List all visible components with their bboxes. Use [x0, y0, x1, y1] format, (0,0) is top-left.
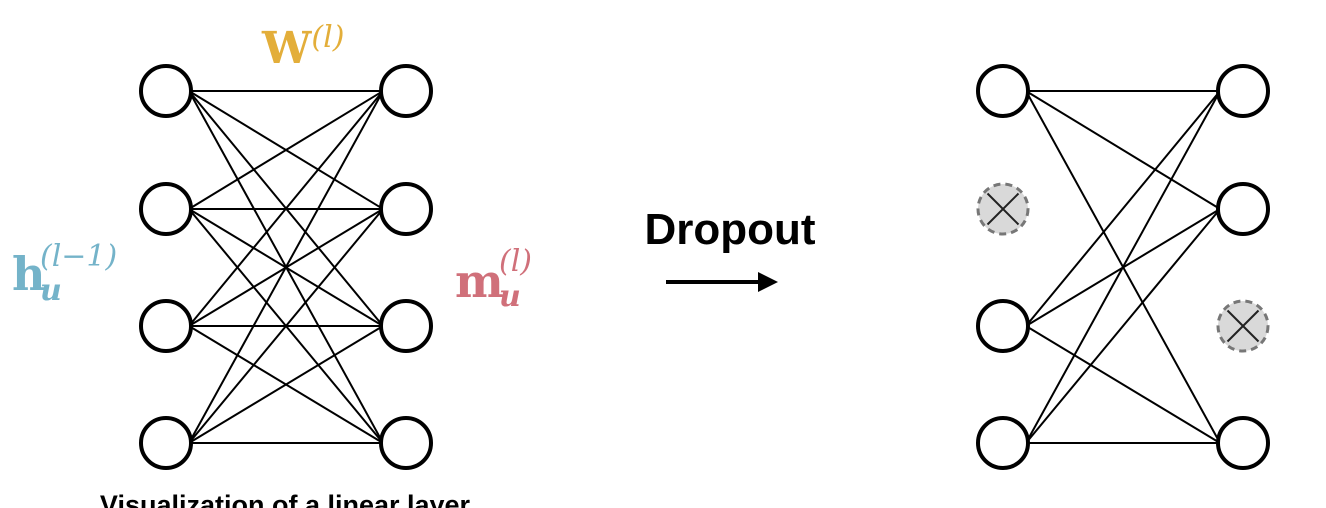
dropout-layer-right-node	[1216, 416, 1270, 470]
cross-stroke	[986, 192, 1020, 226]
input-superscript: (l−1)	[40, 239, 117, 274]
dropout-layer-edges	[1025, 90, 1221, 444]
dropout-layer-edge	[1025, 208, 1221, 444]
weight-label: W(l)	[261, 20, 344, 74]
full-layer-right-node	[379, 299, 433, 353]
output-symbol: m	[455, 254, 504, 308]
input-label: h	[12, 247, 45, 301]
input-subscript: u	[40, 273, 62, 308]
weight-symbol: W	[261, 23, 312, 74]
weight-superscript: (l)	[311, 20, 344, 55]
full-layer-right-node	[379, 64, 433, 118]
dropout-title: Dropout	[644, 205, 815, 254]
right-arrow-icon	[666, 272, 778, 292]
dropout-layer-edge	[1025, 90, 1221, 444]
full-layer-left-node	[139, 299, 193, 353]
output-superscript: (l)	[499, 244, 532, 279]
cross-circle-icon	[1216, 299, 1270, 353]
caption: Visualization of a linear layer	[100, 490, 471, 508]
output-label: m	[455, 254, 504, 308]
dropout-layer-right-node	[1216, 64, 1270, 118]
output-subscript: u	[499, 279, 521, 314]
full-layer-right-node	[379, 182, 433, 236]
full-layer-edge	[188, 90, 384, 444]
dropout-layer-edge	[1025, 90, 1221, 210]
full-layer-left-node	[139, 64, 193, 118]
full-layer-nodes	[139, 64, 433, 470]
full-layer-left-node	[139, 182, 193, 236]
cross-circle-icon	[976, 182, 1030, 236]
full-layer-right-node	[379, 416, 433, 470]
cross-stroke	[1226, 309, 1260, 343]
dropout-layer-left-node	[976, 64, 1030, 118]
dropout-layer-edge	[1025, 325, 1221, 444]
dropout-layer-left-node	[976, 416, 1030, 470]
full-layer-edge	[188, 90, 384, 210]
full-layer-edge	[188, 90, 384, 327]
full-layer-edges	[188, 90, 384, 444]
dropout-layer-left-node	[976, 299, 1030, 353]
full-layer-edge	[188, 208, 384, 444]
input-symbol: h	[12, 247, 45, 301]
full-layer-edge	[188, 325, 384, 444]
dropout-layer-right-node	[1216, 182, 1270, 236]
full-layer-left-node	[139, 416, 193, 470]
dropout-layer-edge	[1025, 90, 1221, 327]
dropout-layer-nodes	[976, 64, 1270, 470]
